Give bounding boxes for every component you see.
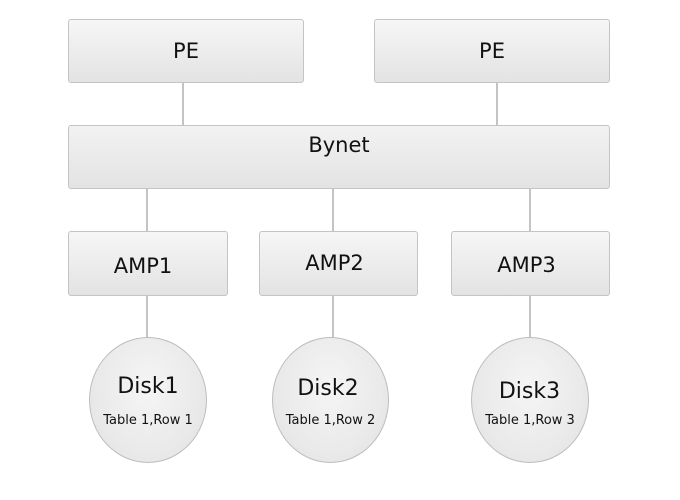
bynet-node: Bynet [68, 125, 610, 189]
disk-1: Disk1 Table 1,Row 1 [89, 337, 207, 463]
amp-node-1: AMP1 [68, 231, 228, 296]
pe-node-2-label: PE [479, 39, 505, 63]
amp-node-2-label: AMP2 [305, 251, 364, 275]
pe-node-1-label: PE [173, 39, 199, 63]
disk-2: Disk2 Table 1,Row 2 [272, 337, 389, 463]
disk-3-label: Disk3 [498, 379, 561, 404]
disk-1-label: Disk1 [117, 374, 179, 399]
disk-3-content: Table 1,Row 3 [485, 413, 575, 428]
disk-3: Disk3 Table 1,Row 3 [471, 337, 589, 463]
bynet-label: Bynet [308, 133, 370, 157]
amp-node-3: AMP3 [451, 231, 610, 296]
disk-2-content: Table 1,Row 2 [285, 413, 376, 428]
amp-node-2: AMP2 [259, 231, 418, 296]
pe-node-2: PE [374, 19, 610, 83]
disk-1-content: Table 1,Row 1 [103, 413, 193, 428]
disk-2-label: Disk2 [297, 376, 359, 401]
amp-node-1-label: AMP1 [113, 254, 173, 278]
pe-node-1: PE [68, 19, 304, 83]
amp-node-3-label: AMP3 [497, 253, 556, 277]
